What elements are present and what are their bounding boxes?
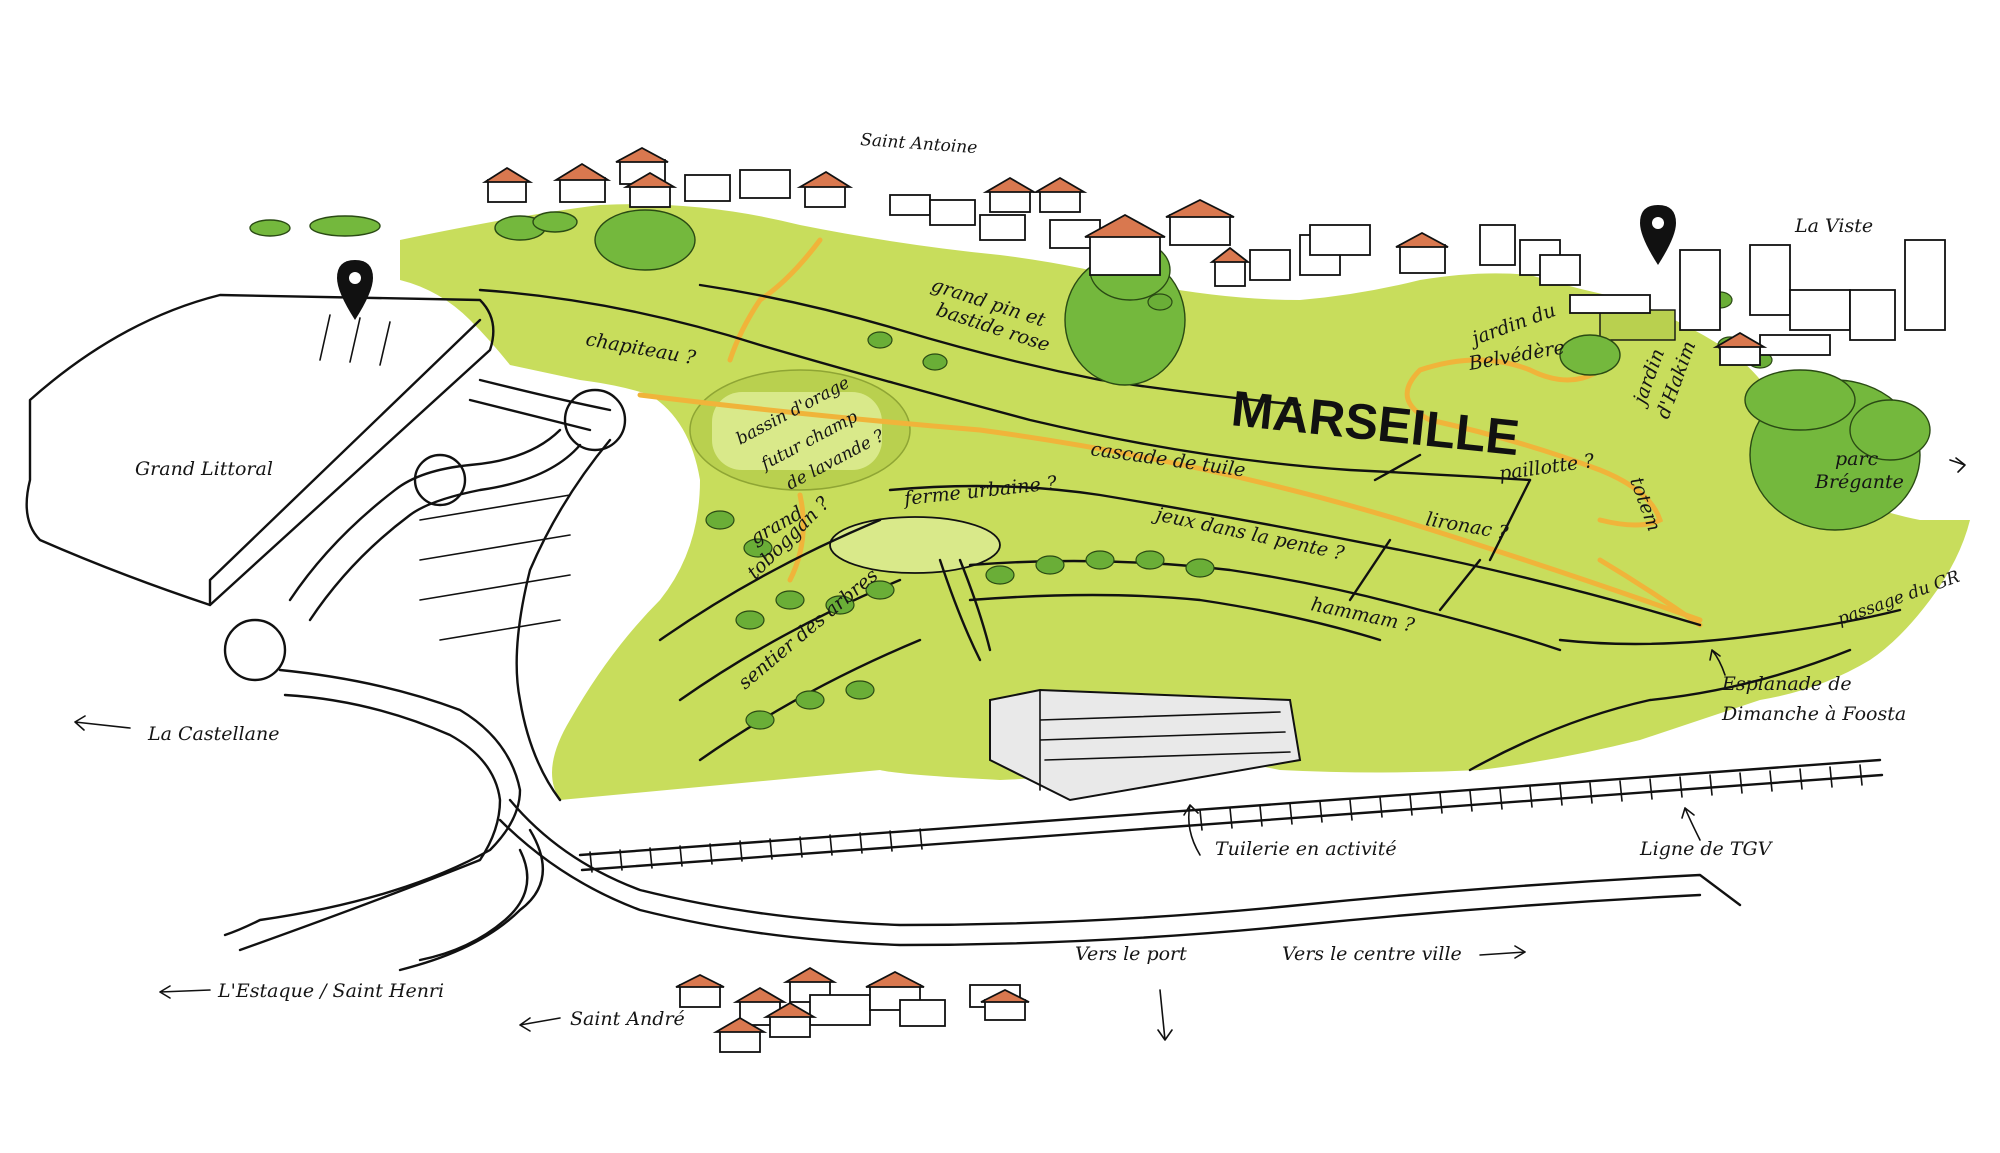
direction-arrows: [74, 457, 1966, 1041]
contour-line: [1373, 453, 1422, 482]
contour-line: [478, 288, 1532, 482]
contour-line: [968, 559, 1562, 652]
contour-line: [1558, 608, 1902, 646]
contour-line: [698, 283, 1302, 407]
label-ligne-tgv: Ligne de TGV: [1639, 838, 1774, 860]
grand-littoral-roof-lines: [319, 314, 391, 366]
la-viste-towers: [1679, 239, 1946, 366]
contour-line: [938, 558, 982, 662]
grand-littoral-roof-edge: [208, 318, 482, 607]
tuilerie-building: [989, 688, 1302, 802]
path-right-esplanade: [1597, 557, 1703, 628]
contour-line: [1488, 478, 1532, 562]
ferme-pond: [829, 516, 1001, 574]
path-top-branch: [727, 237, 823, 363]
grand-littoral-building: [25, 293, 495, 607]
label-saint-antoine: Saint Antoine: [860, 130, 978, 158]
label-tuilerie: Tuilerie en activité: [1215, 838, 1397, 860]
bassin-inner: [712, 392, 882, 470]
railway-tgv: [578, 758, 1884, 873]
label-parc-line1: parc: [1835, 448, 1879, 470]
path-loop-belvedere: [1404, 341, 1664, 528]
path-toboggan: [787, 492, 806, 583]
contour-line: [1468, 648, 1852, 772]
label-parc-line2: Brégante: [1814, 471, 1904, 493]
label-grand-littoral: Grand Littoral: [135, 458, 273, 480]
map-pin-icon: [337, 260, 373, 320]
label-vers-centre: Vers le centre ville: [1282, 943, 1462, 965]
path-main-diagonal: [637, 392, 1703, 623]
contour-line: [1348, 538, 1392, 602]
tree-cluster: [249, 209, 1931, 531]
contour-line: [658, 518, 882, 642]
contour-line: [968, 593, 1382, 642]
label-la-castellane: La Castellane: [147, 723, 279, 745]
label-estaque: L'Estaque / Saint Henri: [217, 980, 444, 1002]
contour-line: [888, 484, 1702, 627]
road-network: [223, 378, 1742, 972]
label-saint-andre: Saint André: [570, 1008, 685, 1030]
jardin-hakim-plot: [1599, 309, 1676, 341]
house-cluster-top: [481, 146, 1651, 314]
house-cluster-bottom: [675, 966, 1030, 1053]
contour-line: [958, 558, 992, 652]
label-vers-le-port: Vers le port: [1075, 943, 1187, 965]
label-esplanade-line2: Dimanche à Foosta: [1721, 703, 1906, 725]
label-esplanade-line1: Esplanade de: [1721, 673, 1852, 695]
map-pin-icon: [1640, 205, 1676, 265]
contour-line: [1438, 558, 1482, 612]
label-la-viste: La Viste: [1794, 215, 1873, 237]
